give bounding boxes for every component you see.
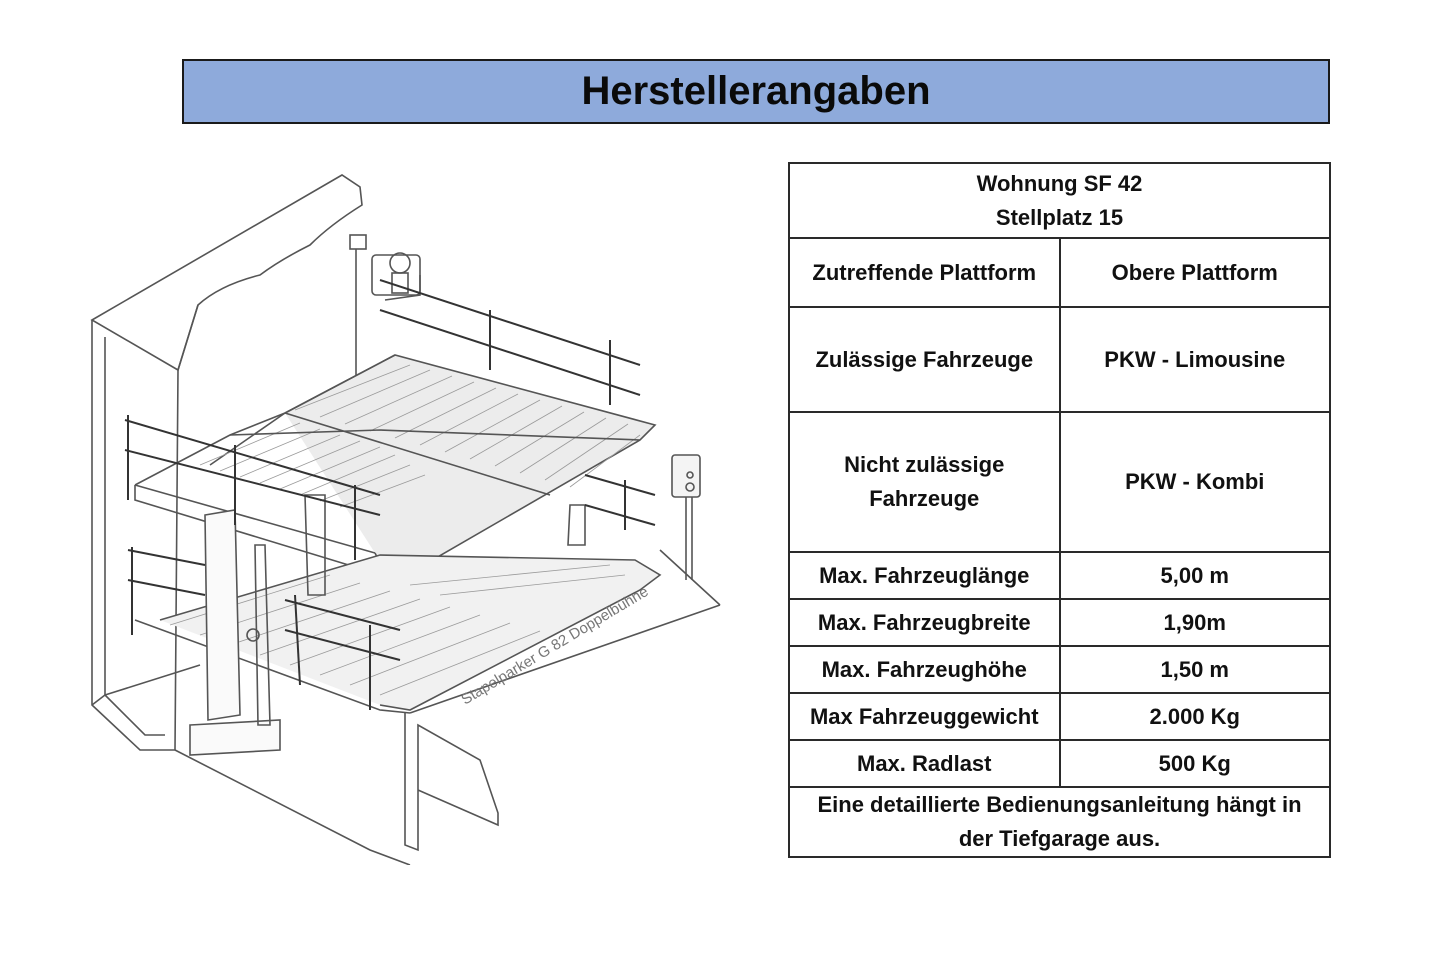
- row-label: Max. Fahrzeugbreite: [788, 598, 1061, 647]
- row-value: PKW - Kombi: [1058, 411, 1331, 553]
- row-value: 500 Kg: [1058, 739, 1331, 788]
- manual-note: Eine detaillierte Bedienungsanleitung hä…: [788, 786, 1331, 858]
- row-value: PKW - Limousine: [1058, 306, 1331, 413]
- parking-space-label: Stellplatz 15: [995, 204, 1124, 230]
- row-label: Max Fahrzeuggewicht: [788, 692, 1061, 741]
- table-note-row: Eine detaillierte Bedienungsanleitung hä…: [788, 786, 1331, 858]
- row-value: Obere Plattform: [1058, 237, 1331, 308]
- table-row: Max. Fahrzeugbreite 1,90m: [788, 598, 1331, 647]
- row-label: Nicht zulässige Fahrzeuge: [788, 411, 1061, 553]
- parking-platform-drawing: Stapelparker G 82 Doppelbühne: [80, 165, 740, 866]
- row-value: 2.000 Kg: [1058, 692, 1331, 741]
- row-label-line: Nicht zulässige: [844, 452, 1005, 477]
- table-row: Zutreffende Plattform Obere Plattform: [788, 237, 1331, 308]
- note-line: Eine detaillierte Bedienungsanleitung hä…: [817, 792, 1302, 817]
- row-value: 1,90m: [1058, 598, 1331, 647]
- apartment-title-cell: Wohnung SF 42 Stellplatz 15: [788, 162, 1331, 239]
- row-value: 5,00 m: [1058, 551, 1331, 600]
- row-value: 1,50 m: [1058, 645, 1331, 694]
- row-label: Zutreffende Plattform: [788, 237, 1061, 308]
- row-label: Max. Fahrzeughöhe: [788, 645, 1061, 694]
- platform-illustration: Stapelparker G 82 Doppelbühne: [90, 174, 721, 866]
- table-row: Max. Fahrzeughöhe 1,50 m: [788, 645, 1331, 694]
- specs-table: Wohnung SF 42 Stellplatz 15 Zutreffende …: [788, 162, 1331, 858]
- page-title: Herstellerangaben: [581, 69, 931, 113]
- row-label-line: Fahrzeuge: [869, 486, 980, 511]
- row-label: Max. Fahrzeuglänge: [788, 551, 1061, 600]
- table-row: Nicht zulässige Fahrzeuge PKW - Kombi: [788, 411, 1331, 553]
- apartment-label: Wohnung SF 42: [976, 170, 1143, 196]
- row-label: Zulässige Fahrzeuge: [788, 306, 1061, 413]
- table-title-row: Wohnung SF 42 Stellplatz 15: [788, 162, 1331, 239]
- table-row: Max. Fahrzeuglänge 5,00 m: [788, 551, 1331, 600]
- row-label: Max. Radlast: [788, 739, 1061, 788]
- table-row: Max Fahrzeuggewicht 2.000 Kg: [788, 692, 1331, 741]
- note-line: der Tiefgarage aus.: [958, 826, 1161, 851]
- header-banner: Herstellerangaben: [182, 59, 1330, 124]
- table-row: Zulässige Fahrzeuge PKW - Limousine: [788, 306, 1331, 413]
- table-row: Max. Radlast 500 Kg: [788, 739, 1331, 788]
